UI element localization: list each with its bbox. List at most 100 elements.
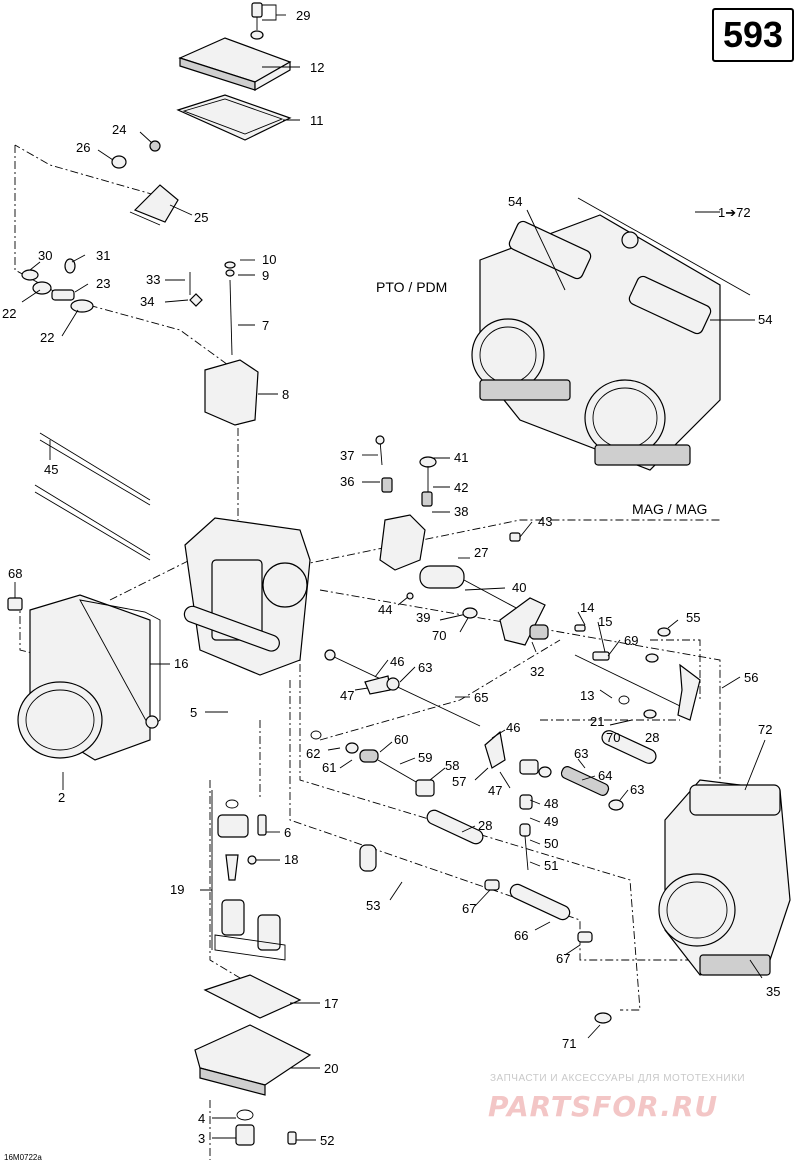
throttle-linkage [324, 435, 701, 727]
callout: 18 [284, 852, 298, 867]
callout: 34 [140, 294, 154, 309]
callout: 52 [320, 1133, 334, 1148]
callout: 28 [645, 730, 659, 745]
cover-assembly [176, 2, 292, 141]
idle-and-needle-parts [310, 730, 657, 1024]
callout: 65 [474, 690, 488, 705]
callout: 59 [418, 750, 432, 765]
callout: 30 [38, 248, 52, 263]
callout: 54 [508, 194, 522, 209]
callout: 55 [686, 610, 700, 625]
callout: 56 [744, 670, 758, 685]
callout: 42 [454, 480, 468, 495]
carburetor-body [34, 432, 311, 676]
callout: 53 [366, 898, 380, 913]
callout: 6 [284, 825, 291, 840]
callout: 69 [624, 633, 638, 648]
callout: 26 [76, 140, 90, 155]
callout: 67 [556, 951, 570, 966]
callout: 61 [322, 760, 336, 775]
callout: 72 [758, 722, 772, 737]
callout: 13 [580, 688, 594, 703]
assembly-range-label: 1➔72 [718, 205, 751, 220]
callout: 22 [2, 306, 16, 321]
callout: 33 [146, 272, 160, 287]
pto-label: PTO / PDM [376, 279, 447, 295]
callout: 40 [512, 580, 526, 595]
callout: 46 [390, 654, 404, 669]
leader-lines [14, 4, 766, 1141]
callout: 49 [544, 814, 558, 829]
drawing-reference: 16M0722a [4, 1153, 42, 1162]
callout: 58 [445, 758, 459, 773]
callout: 46 [506, 720, 520, 735]
callout: 60 [394, 732, 408, 747]
watermark-brand: PARTSFOR.RU [488, 1090, 718, 1123]
lever-parts [21, 140, 259, 426]
callout: 47 [340, 688, 354, 703]
callout: 51 [544, 858, 558, 873]
callout: 3 [198, 1131, 205, 1146]
carburetor-single [658, 779, 791, 976]
callout: 63 [574, 746, 588, 761]
callout: 28 [478, 818, 492, 833]
callout: 16 [174, 656, 188, 671]
callout: 11 [310, 113, 324, 128]
callout: 9 [262, 268, 269, 283]
callout: 48 [544, 796, 558, 811]
callout: 22 [40, 330, 54, 345]
callout: 35 [766, 984, 780, 999]
callout: 70 [606, 730, 620, 745]
page-number-badge: 593 [712, 8, 794, 62]
callout: 39 [416, 610, 430, 625]
mag-label: MAG / MAG [632, 501, 707, 517]
callout: 38 [454, 504, 468, 519]
callout: 17 [324, 996, 338, 1011]
float-bowl-assembly [194, 799, 312, 1146]
callout: 36 [340, 474, 354, 489]
callout: 20 [324, 1061, 338, 1076]
callout: 5 [190, 705, 197, 720]
callout: 67 [462, 901, 476, 916]
callout: 68 [8, 566, 22, 581]
callout: 54 [758, 312, 772, 327]
callout: 24 [112, 122, 126, 137]
callout: 64 [598, 768, 612, 783]
callout: 63 [630, 782, 644, 797]
callout: 63 [418, 660, 432, 675]
callout: 8 [282, 387, 289, 402]
callout: 27 [474, 545, 488, 560]
callout: 71 [562, 1036, 576, 1051]
callout: 32 [530, 664, 544, 679]
callout-labels: 29 12 11 24 26 25 30 31 33 10 9 23 22 34… [2, 8, 780, 1148]
callout: 7 [262, 318, 269, 333]
callout: 19 [170, 882, 184, 897]
callout: 44 [378, 602, 392, 617]
callout: 41 [454, 450, 468, 465]
callout: 4 [198, 1111, 205, 1126]
callout: 10 [262, 252, 276, 267]
callout: 43 [538, 514, 552, 529]
alignment-lines [14, 144, 721, 1160]
callout: 21 [590, 714, 604, 729]
callout: 23 [96, 276, 110, 291]
callout: 57 [452, 774, 466, 789]
callout: 31 [96, 248, 110, 263]
callout: 15 [598, 614, 612, 629]
callout: 70 [432, 628, 446, 643]
carburetor-assembly-complete [471, 197, 751, 471]
callout: 29 [296, 8, 310, 23]
callout: 45 [44, 462, 58, 477]
callout: 50 [544, 836, 558, 851]
callout: 47 [488, 783, 502, 798]
callout: 25 [194, 210, 208, 225]
callout: 14 [580, 600, 594, 615]
callout: 66 [514, 928, 528, 943]
watermark-tagline: ЗАПЧАСТИ И АКСЕССУАРЫ ДЛЯ МОТОТЕХНИКИ [490, 1073, 745, 1084]
callout: 12 [310, 60, 324, 75]
throttle-body-left [7, 594, 161, 761]
callout: 62 [306, 746, 320, 761]
callout: 2 [58, 790, 65, 805]
callout: 37 [340, 448, 354, 463]
